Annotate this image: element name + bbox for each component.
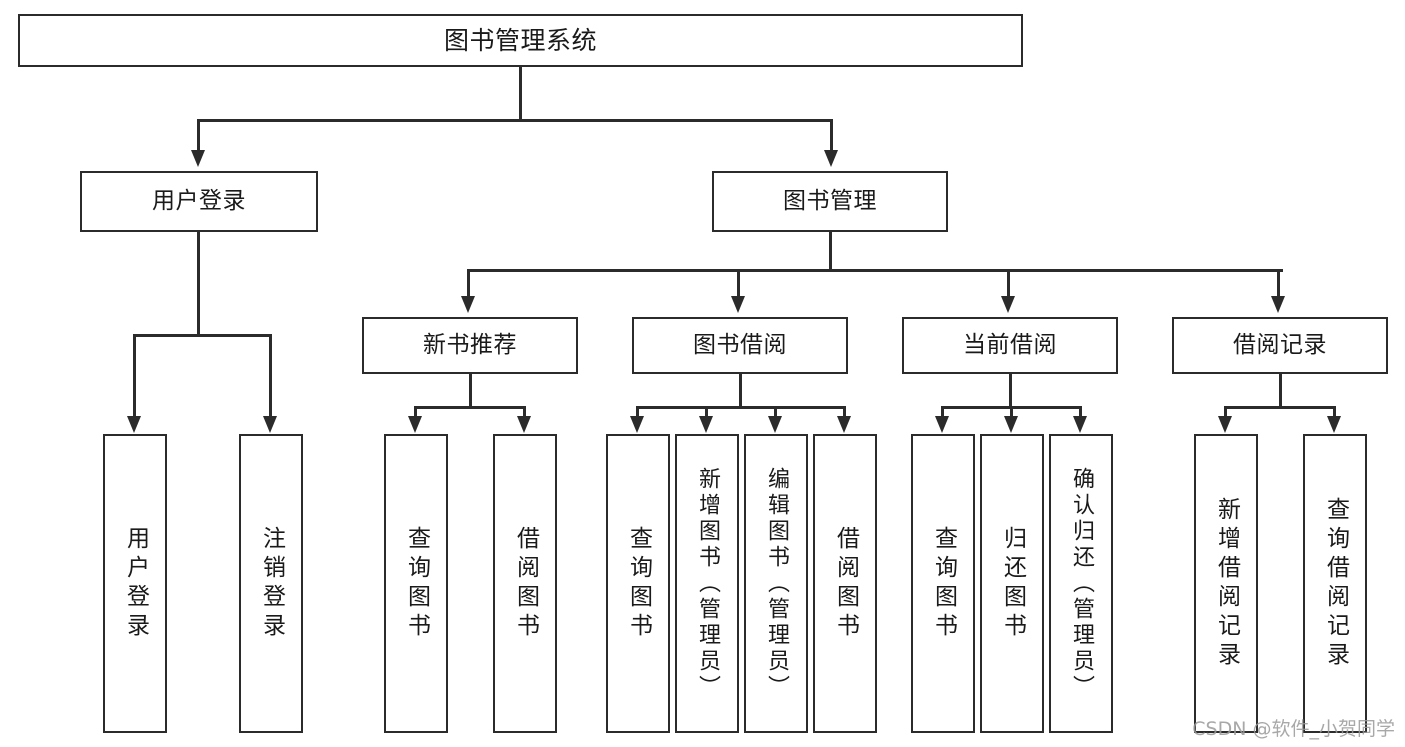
leaf-borrow-book-new[interactable]: 借阅图书 <box>493 434 557 733</box>
connector-current-borrow-stem <box>1009 374 1012 408</box>
arrowhead-new-book <box>461 296 475 313</box>
node-book-borrow[interactable]: 图书借阅 <box>632 317 848 374</box>
arrowhead-book-manage <box>824 150 838 167</box>
node-label: 查询图书 <box>930 525 957 642</box>
node-root-system[interactable]: 图书管理系统 <box>18 14 1023 67</box>
connector-new-book-stem <box>469 374 472 408</box>
connector-drop-book-borrow <box>737 269 740 297</box>
leaf-add-borrow-record[interactable]: 新增借阅记录 <box>1194 434 1258 733</box>
connector-root-to-user-login <box>197 119 200 150</box>
leaf-edit-book-admin[interactable]: 编辑图书（管理员） <box>744 434 808 733</box>
node-label: 图书借阅 <box>693 331 787 358</box>
node-label: 查询借阅记录 <box>1322 496 1349 671</box>
connector-user-login-drop-2 <box>269 334 272 417</box>
arrowhead-book-borrow <box>731 296 745 313</box>
arrowhead-borrow-record <box>1271 296 1285 313</box>
connector-borrow-record-drop-1 <box>1224 406 1227 417</box>
node-label: 新增借阅记录 <box>1213 496 1240 671</box>
node-label: 新增图书（管理员） <box>695 466 720 701</box>
node-label: 当前借阅 <box>963 331 1057 358</box>
connector-drop-borrow-record <box>1277 269 1280 297</box>
connector-book-borrow-drop-1 <box>636 406 639 417</box>
node-label: 注销登录 <box>258 525 285 642</box>
arrowhead-leaf-return-book <box>1004 416 1018 433</box>
node-label: 图书管理 <box>783 187 877 214</box>
arrowhead-leaf-user-login <box>127 416 141 433</box>
node-label: 查询图书 <box>625 525 652 642</box>
connector-user-login-drop-1 <box>133 334 136 417</box>
connector-user-login-stem <box>197 232 200 335</box>
node-borrow-record[interactable]: 借阅记录 <box>1172 317 1388 374</box>
leaf-confirm-return-admin[interactable]: 确认归还（管理员） <box>1049 434 1113 733</box>
leaf-query-book-borrow[interactable]: 查询图书 <box>606 434 670 733</box>
node-label: 借阅图书 <box>512 525 539 642</box>
connector-root-to-book-manage <box>830 119 833 150</box>
connector-level2-bus <box>467 269 1283 272</box>
leaf-user-login[interactable]: 用户登录 <box>103 434 167 733</box>
leaf-query-book-current[interactable]: 查询图书 <box>911 434 975 733</box>
connector-book-borrow-stem <box>739 374 742 408</box>
arrowhead-leaf-query-book-1 <box>408 416 422 433</box>
connector-book-borrow-drop-3 <box>774 406 777 417</box>
arrowhead-leaf-logout <box>263 416 277 433</box>
arrowhead-leaf-query-book-2 <box>630 416 644 433</box>
node-user-login[interactable]: 用户登录 <box>80 171 318 232</box>
connector-current-borrow-drop-3 <box>1079 406 1082 417</box>
connector-borrow-record-drop-2 <box>1333 406 1336 417</box>
connector-book-borrow-drop-2 <box>705 406 708 417</box>
connector-new-book-drop-2 <box>523 406 526 417</box>
arrowhead-leaf-add-record <box>1218 416 1232 433</box>
node-label: 用户登录 <box>122 525 149 642</box>
connector-borrow-record-bus <box>1224 406 1336 409</box>
arrowhead-user-login <box>191 150 205 167</box>
connector-current-borrow-drop-2 <box>1010 406 1013 417</box>
node-label: 查询图书 <box>403 525 430 642</box>
node-label: 确认归还（管理员） <box>1069 466 1094 701</box>
arrowhead-leaf-add-book <box>699 416 713 433</box>
node-label: 借阅记录 <box>1233 331 1327 358</box>
node-book-management[interactable]: 图书管理 <box>712 171 948 232</box>
connector-book-manage-stem <box>829 232 832 270</box>
arrowhead-leaf-edit-book <box>768 416 782 433</box>
connector-root-bus <box>197 119 833 122</box>
arrowhead-leaf-borrow-book-2 <box>837 416 851 433</box>
node-label: 新书推荐 <box>423 331 517 358</box>
leaf-add-book-admin[interactable]: 新增图书（管理员） <box>675 434 739 733</box>
connector-book-borrow-drop-4 <box>843 406 846 417</box>
leaf-return-book[interactable]: 归还图书 <box>980 434 1044 733</box>
node-label: 借阅图书 <box>832 525 859 642</box>
connector-current-borrow-drop-1 <box>941 406 944 417</box>
connector-drop-new-book <box>467 269 470 297</box>
arrowhead-leaf-confirm-return <box>1073 416 1087 433</box>
arrowhead-leaf-borrow-book-1 <box>517 416 531 433</box>
connector-drop-current-borrow <box>1007 269 1010 297</box>
connector-new-book-bus <box>414 406 526 409</box>
connector-user-login-bus <box>133 334 272 337</box>
connector-root-stem <box>519 67 522 120</box>
node-label: 图书管理系统 <box>443 25 597 55</box>
leaf-borrow-book[interactable]: 借阅图书 <box>813 434 877 733</box>
node-new-book-recommend[interactable]: 新书推荐 <box>362 317 578 374</box>
arrowhead-current-borrow <box>1001 296 1015 313</box>
connector-borrow-record-stem <box>1279 374 1282 408</box>
leaf-query-borrow-record[interactable]: 查询借阅记录 <box>1303 434 1367 733</box>
node-label: 用户登录 <box>152 187 246 214</box>
node-label: 归还图书 <box>999 525 1026 642</box>
arrowhead-leaf-query-record <box>1327 416 1341 433</box>
node-current-borrow[interactable]: 当前借阅 <box>902 317 1118 374</box>
leaf-logout[interactable]: 注销登录 <box>239 434 303 733</box>
connector-new-book-drop-1 <box>414 406 417 417</box>
connector-book-borrow-bus <box>636 406 846 409</box>
arrowhead-leaf-query-book-3 <box>935 416 949 433</box>
leaf-query-book-new[interactable]: 查询图书 <box>384 434 448 733</box>
node-label: 编辑图书（管理员） <box>764 466 789 701</box>
